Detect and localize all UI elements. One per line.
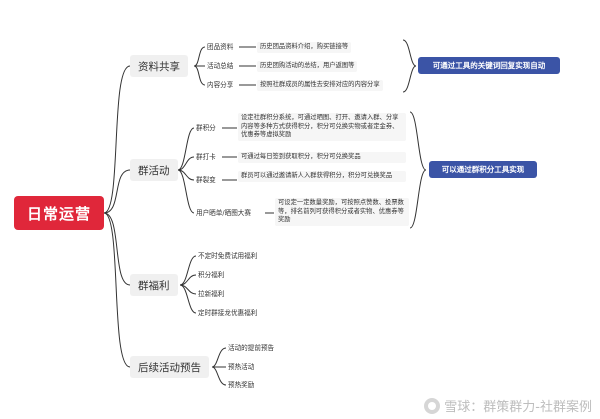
leaf-activity-summary: 活动总结 [207, 62, 234, 70]
leaf-group-checkin: 群打卡 [196, 153, 216, 161]
leaf-referral-benefit: 拉新福利 [198, 290, 225, 298]
leaf-photo-contest: 用户晒单/晒图大赛 [196, 209, 251, 217]
desc-photo-contest: 可设定一定数量奖励，可按照点赞数、投票数等，排名前列可获得积分或者实物、优惠券等… [275, 198, 409, 226]
watermark-text: 雪球：群策群力-社群案例 [444, 400, 592, 415]
leaf-warmup-activity: 预热活动 [228, 363, 255, 371]
watermark: 雪球：群策群力-社群案例 [424, 396, 592, 415]
branch-resource-sharing: 资料共享 [130, 55, 188, 77]
callout-points-tool: 可以通过群积分工具实现 [429, 161, 537, 178]
branch-group-activities: 群活动 [130, 159, 178, 181]
leaf-warmup-reward: 预热奖励 [228, 381, 255, 389]
desc-group-checkin: 可通过每日签到获取积分，积分可兑换奖品 [238, 152, 406, 163]
branch-upcoming-events: 后续活动预告 [130, 356, 209, 378]
leaf-group-fission: 群裂变 [196, 176, 216, 184]
leaf-advance-notice: 活动的提前预告 [228, 344, 275, 352]
leaf-content-sharing: 内容分享 [207, 81, 234, 89]
branch-group-benefits: 群福利 [130, 274, 178, 296]
callout-auto-reply: 可通过工具的关键词回复实现自动 [418, 57, 560, 74]
desc-group-product-info: 历史团品资料介绍，购买链接等 [257, 42, 352, 53]
leaf-free-trial: 不定时免费试用福利 [198, 252, 258, 260]
leaf-group-points: 群积分 [196, 124, 216, 132]
leaf-relay-discount: 定时群接龙优惠福利 [198, 309, 258, 317]
root-node: 日常运营 [14, 196, 104, 230]
desc-group-fission: 群员可以通过邀请新人入群获得积分，积分可兑换奖品 [238, 171, 406, 182]
desc-activity-summary: 历史团购活动的总结，用户返图等 [257, 61, 358, 72]
desc-group-points: 设定社群积分系统，可通过晒图、打开、邀请入群、分享内容等多种方式获得积分，积分可… [238, 113, 406, 141]
desc-content-sharing: 按照社群成员的属性去安排对应的内容分享 [257, 80, 383, 91]
snowball-logo-icon [424, 397, 441, 414]
leaf-group-product-info: 团品资料 [207, 43, 234, 51]
leaf-points-benefit: 积分福利 [198, 271, 225, 279]
